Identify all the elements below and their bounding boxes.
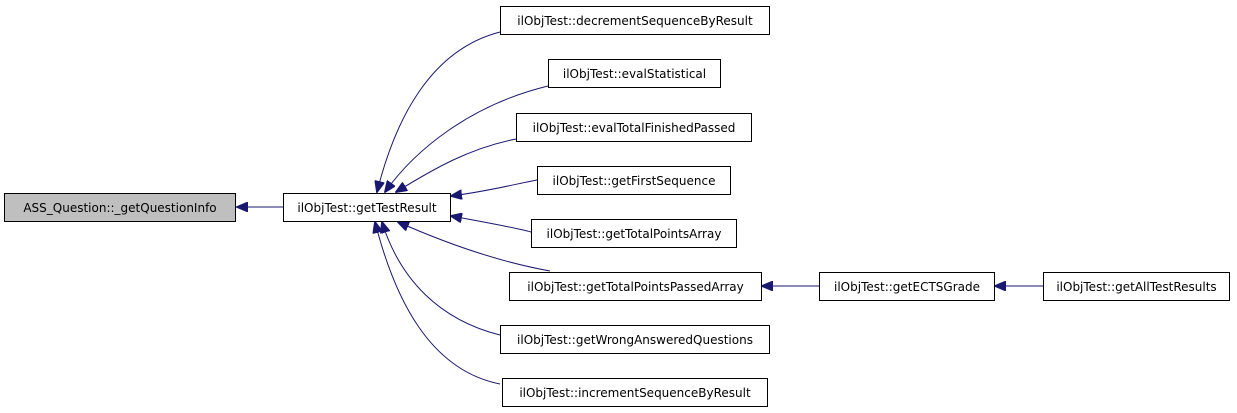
node-getectsgrade[interactable]: ilObjTest::getECTSGrade	[819, 272, 995, 301]
edge-getfirstsequence-to-gettestresult	[451, 179, 538, 196]
node-incrementsequencebyresult[interactable]: ilObjTest::incrementSequenceByResult	[502, 378, 768, 407]
edge-evalstatistical-to-gettestresult	[385, 85, 549, 192]
node-decrementsequencebyresult[interactable]: ilObjTest::decrementSequenceByResult	[500, 6, 770, 35]
node-gettotalpointsarray[interactable]: ilObjTest::getTotalPointsArray	[531, 219, 737, 248]
node-getwronganswered[interactable]: ilObjTest::getWrongAnsweredQuestions	[500, 325, 770, 354]
edge-gettotalpointsarray-to-gettestresult	[451, 216, 532, 233]
edge-decrementsequence-to-gettestresult	[377, 31, 501, 192]
node-evaltotalfinishedpassed[interactable]: ilObjTest::evalTotalFinishedPassed	[516, 113, 752, 142]
edge-gettotalpointspassedarray-to-gettestresult	[398, 222, 551, 272]
edge-evaltotalfinished-to-gettestresult	[396, 138, 517, 192]
node-getalltestresults[interactable]: ilObjTest::getAllTestResults	[1043, 272, 1230, 301]
node-ass-question-getquestioninfo: ASS_Question::_getQuestionInfo	[4, 193, 236, 222]
node-evalstatistical[interactable]: ilObjTest::evalStatistical	[548, 59, 721, 88]
edge-incrementsequence-to-gettestresult	[375, 222, 501, 385]
node-getfirstsequence[interactable]: ilObjTest::getFirstSequence	[537, 166, 731, 195]
node-gettestresult[interactable]: ilObjTest::getTestResult	[283, 193, 451, 222]
edge-getwronganswered-to-gettestresult	[382, 222, 501, 336]
node-gettotalpointspassedarray[interactable]: ilObjTest::getTotalPointsPassedArray	[509, 272, 762, 301]
